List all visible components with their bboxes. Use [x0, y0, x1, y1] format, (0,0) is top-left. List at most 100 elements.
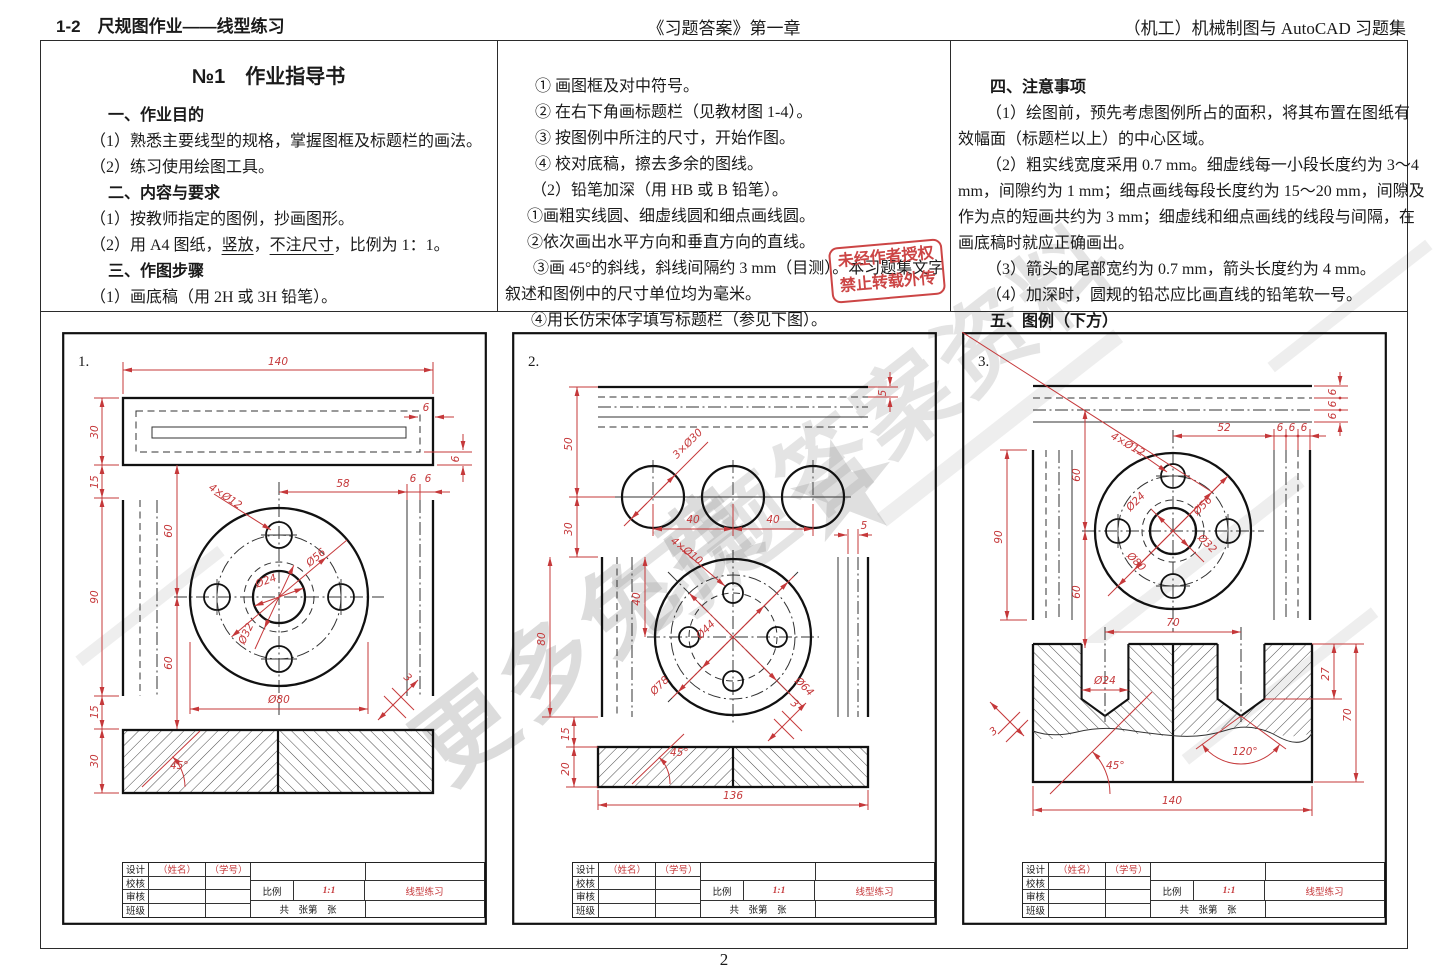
dim: 60: [163, 656, 175, 670]
column-divider: [950, 40, 951, 311]
col1-title: №1 作业指导书: [191, 66, 346, 88]
dim: 60: [1071, 585, 1083, 599]
dim: 40: [686, 514, 700, 526]
dim: 3: [788, 697, 801, 710]
drawing-panel-3: 3.: [962, 332, 1387, 925]
text-line: 叙述和图例中的尺寸单位均为毫米。: [505, 286, 762, 303]
dim: 80: [536, 632, 548, 646]
dim: 6: [450, 455, 462, 462]
text-line: （2）用 A4 图纸，竖放，不注尺寸，比例为 1：1。: [90, 237, 450, 254]
dim: 60: [1071, 468, 1083, 482]
text-line: （1）按教师指定的图例，抄画图形。: [90, 211, 355, 228]
header-center: 《习题答案》第一章: [647, 19, 801, 38]
dim: 4×Ø10: [668, 535, 705, 567]
dim: 6: [1301, 422, 1308, 434]
dim: 6: [1277, 422, 1284, 434]
heading: 二、内容与要求: [108, 185, 221, 202]
dim: 52: [1217, 422, 1231, 434]
instructions-col1: №1 作业指导书 一、作业目的 （1）熟悉主要线型的规格，掌握图框及标题栏的画法…: [40, 60, 497, 311]
dim: 136: [723, 790, 743, 802]
dim: Ø56: [1190, 494, 1215, 519]
dim: Ø44: [693, 618, 717, 642]
text-line: ② 在右下角画标题栏（见教材图 1-4）。: [535, 104, 813, 121]
text-line: （1）绘图前，预先考虑图例所占的面积，将其布置在图纸有: [986, 105, 1411, 122]
dim: 90: [993, 530, 1005, 544]
panel-number: 3.: [978, 354, 989, 370]
text-line: （2）练习使用绘图工具。: [90, 159, 275, 176]
text-line: mm，间隙约为 1 mm；细点画线每段长度约为 15～20 mm，间隙及: [958, 183, 1425, 200]
text-line: （4）加深时，圆规的铅芯应比画直线的铅笔软一号。: [986, 287, 1363, 304]
tb-cell: 共 张第 张: [251, 901, 366, 917]
tb-cell: 设计: [123, 863, 149, 877]
dim: Ø32: [1195, 531, 1220, 556]
instructions-col3: 四、注意事项 （1）绘图前，预先考虑图例所占的面积，将其布置在图纸有 效幅面（标…: [950, 75, 1425, 335]
tb-cell: 1:1: [294, 881, 365, 900]
header-left: 1-2 尺规图作业——线型练习: [56, 17, 285, 36]
page-number: 2: [719, 950, 729, 969]
text-line: （1）熟悉主要线型的规格，掌握图框及标题栏的画法。: [90, 133, 483, 150]
dim: 45°: [670, 747, 689, 759]
dim: 6: [1327, 412, 1339, 419]
dim: 40: [766, 514, 780, 526]
tb-cell: （姓名）: [149, 863, 206, 877]
dim: 60: [163, 524, 175, 538]
dim: 120°: [1232, 746, 1257, 758]
heading: 一、作业目的: [108, 107, 205, 124]
dim: 6: [1289, 422, 1296, 434]
dim: 140: [1162, 795, 1182, 807]
text-line: 作为点的短画共约为 3 mm；细虚线和细点画线的线段与间隔，在: [958, 209, 1415, 226]
dim: 90: [89, 590, 101, 604]
text-line: ③ 按图例中所注的尺寸，开始作图。: [535, 130, 796, 147]
dim: Ø32: [236, 621, 257, 647]
dim: 30: [563, 522, 575, 536]
main-frame: [40, 40, 1408, 949]
dim: 40: [631, 592, 643, 606]
tb-cell: 班级: [123, 903, 149, 917]
heading: 五、图例（下方）: [990, 313, 1119, 330]
dim: 4×Ø12: [1109, 430, 1147, 459]
drawing-panel-1: 1.: [62, 332, 487, 925]
dim: 15: [89, 705, 101, 719]
dim: 3×Ø30: [671, 426, 706, 461]
dim: 5: [861, 520, 868, 532]
dim: 6: [1327, 388, 1339, 395]
drawing-panel-2: 2.: [512, 332, 937, 925]
tb-cell: 比例: [251, 881, 294, 900]
text-line: （3）箭头的尾部宽约为 0.7 mm，箭头长度约为 4 mm。: [986, 261, 1376, 278]
dim: Ø24: [253, 572, 278, 591]
dim: 15: [89, 475, 101, 489]
text-line: （2）粗实线宽度采用 0.7 mm。细虚线每一小段长度约为 3～4: [986, 157, 1419, 174]
dim: Ø24: [1093, 675, 1116, 687]
tb-cell: 校核: [123, 876, 149, 890]
dim: 27: [1320, 667, 1332, 681]
copyright-stamp: 未经作者授权 禁止转载外传: [827, 238, 947, 304]
dim: 6: [1327, 400, 1339, 407]
tb-cell: （学号）: [206, 863, 251, 877]
heading: 四、注意事项: [990, 79, 1087, 96]
tb-cell: 审核: [123, 890, 149, 904]
dim: 6: [425, 473, 432, 485]
dim: 5: [877, 389, 889, 396]
dim: Ø64: [792, 674, 816, 698]
dim: 3: [987, 725, 1000, 738]
dim: 6: [423, 402, 430, 414]
text-line: ④用长仿宋体字填写标题栏（参见下图）。: [531, 312, 828, 329]
text-line: ③画 45°的斜线，斜线间隔约 3 mm（目测）。本习题集文字: [533, 260, 945, 277]
dim: 140: [268, 356, 288, 368]
dim: Ø80: [267, 694, 290, 706]
text-line: ④ 校对底稿，擦去多余的图线。: [535, 156, 764, 173]
dim: 15: [560, 727, 572, 741]
dim: 20: [560, 762, 572, 776]
dim: 70: [1342, 708, 1354, 722]
instructions-col2: ① 画图框及对中符号。 ② 在右下角画标题栏（见教材图 1-4）。 ③ 按图例中…: [497, 74, 950, 334]
text-line: 效幅面（标题栏以上）的中心区域。: [958, 131, 1215, 148]
text-line: （2）铅笔加深（用 HB 或 B 铅笔）。: [531, 182, 788, 199]
dim: Ø24: [1123, 490, 1147, 514]
text-line: ①画粗实线圆、细虚线圆和细点画线圆。: [527, 208, 816, 225]
dim: 50: [563, 437, 575, 451]
dim: 3: [401, 671, 414, 684]
header-right: （机工）机械制图与 AutoCAD 习题集: [1123, 19, 1406, 38]
